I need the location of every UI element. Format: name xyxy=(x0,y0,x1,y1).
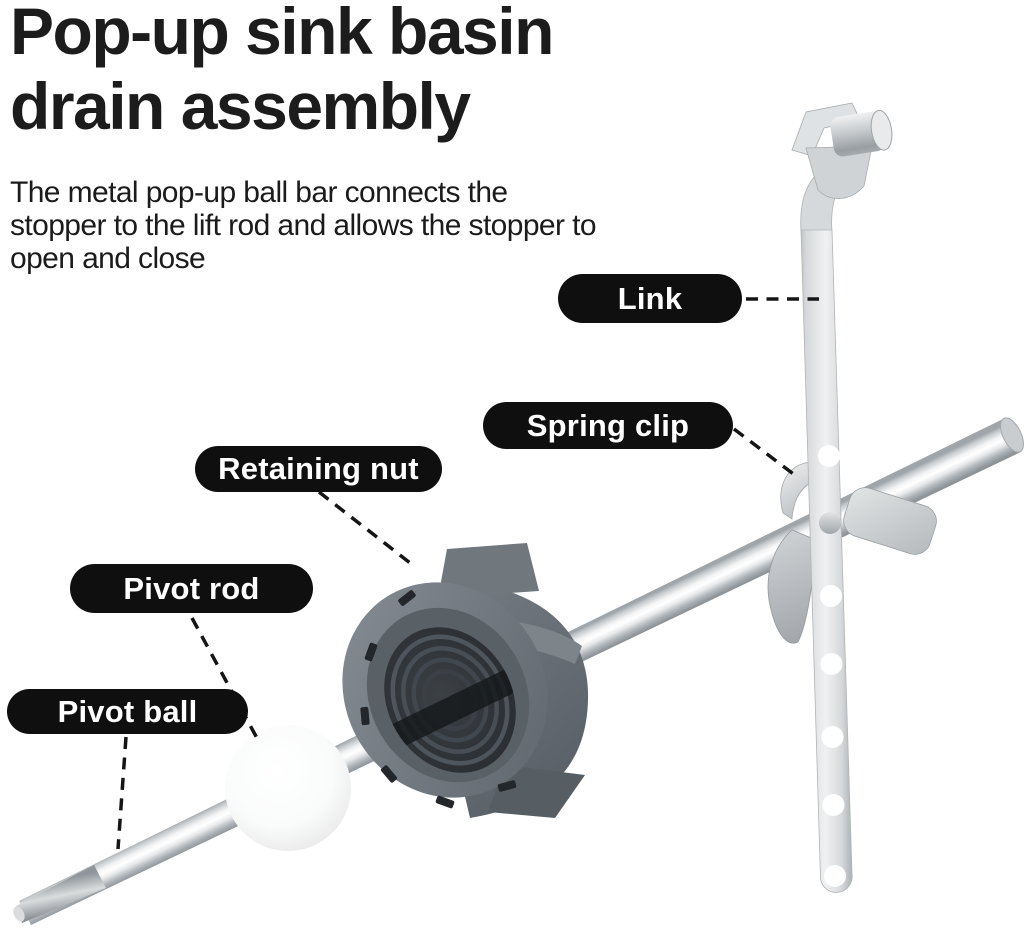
title-line-1: Pop-up sink basin xyxy=(10,0,554,68)
description-line-2: stopper to the lift rod and allows the s… xyxy=(10,209,597,242)
rod-tip xyxy=(16,865,106,923)
clamp-screw xyxy=(830,109,893,157)
pivot-ball xyxy=(225,725,351,851)
leader-pivot-ball xyxy=(116,736,128,850)
callout-pivot-ball: Pivot ball xyxy=(7,689,248,734)
link-strap xyxy=(791,102,893,893)
callout-link: Link xyxy=(558,274,742,323)
description-text: The metal pop-up ball bar connects the s… xyxy=(10,176,597,275)
strap-holes xyxy=(818,445,846,887)
nut-rib-right xyxy=(514,622,582,664)
retaining-nut xyxy=(342,543,589,818)
leader-spring-clip xyxy=(732,427,798,478)
leader-lines xyxy=(116,297,819,850)
nut-threads xyxy=(372,634,524,766)
title-line-2: drain assembly xyxy=(10,69,471,143)
callout-spring-clip: Spring clip xyxy=(483,402,733,449)
leader-pivot-rod xyxy=(190,617,260,741)
nut-wing-top xyxy=(438,543,539,598)
callout-retaining-nut: Retaining nut xyxy=(195,446,442,492)
page-title: Pop-up sink basin drain assembly xyxy=(10,0,554,144)
spring-clip xyxy=(767,461,937,644)
callout-pivot-rod: Pivot rod xyxy=(70,564,313,613)
description-line-1: The metal pop-up ball bar connects the xyxy=(10,176,508,209)
nut-face-slots xyxy=(360,590,517,809)
leader-retaining-nut xyxy=(317,490,416,568)
nut-wing-bottom xyxy=(488,765,585,818)
description-line-3: open and close xyxy=(10,242,206,275)
